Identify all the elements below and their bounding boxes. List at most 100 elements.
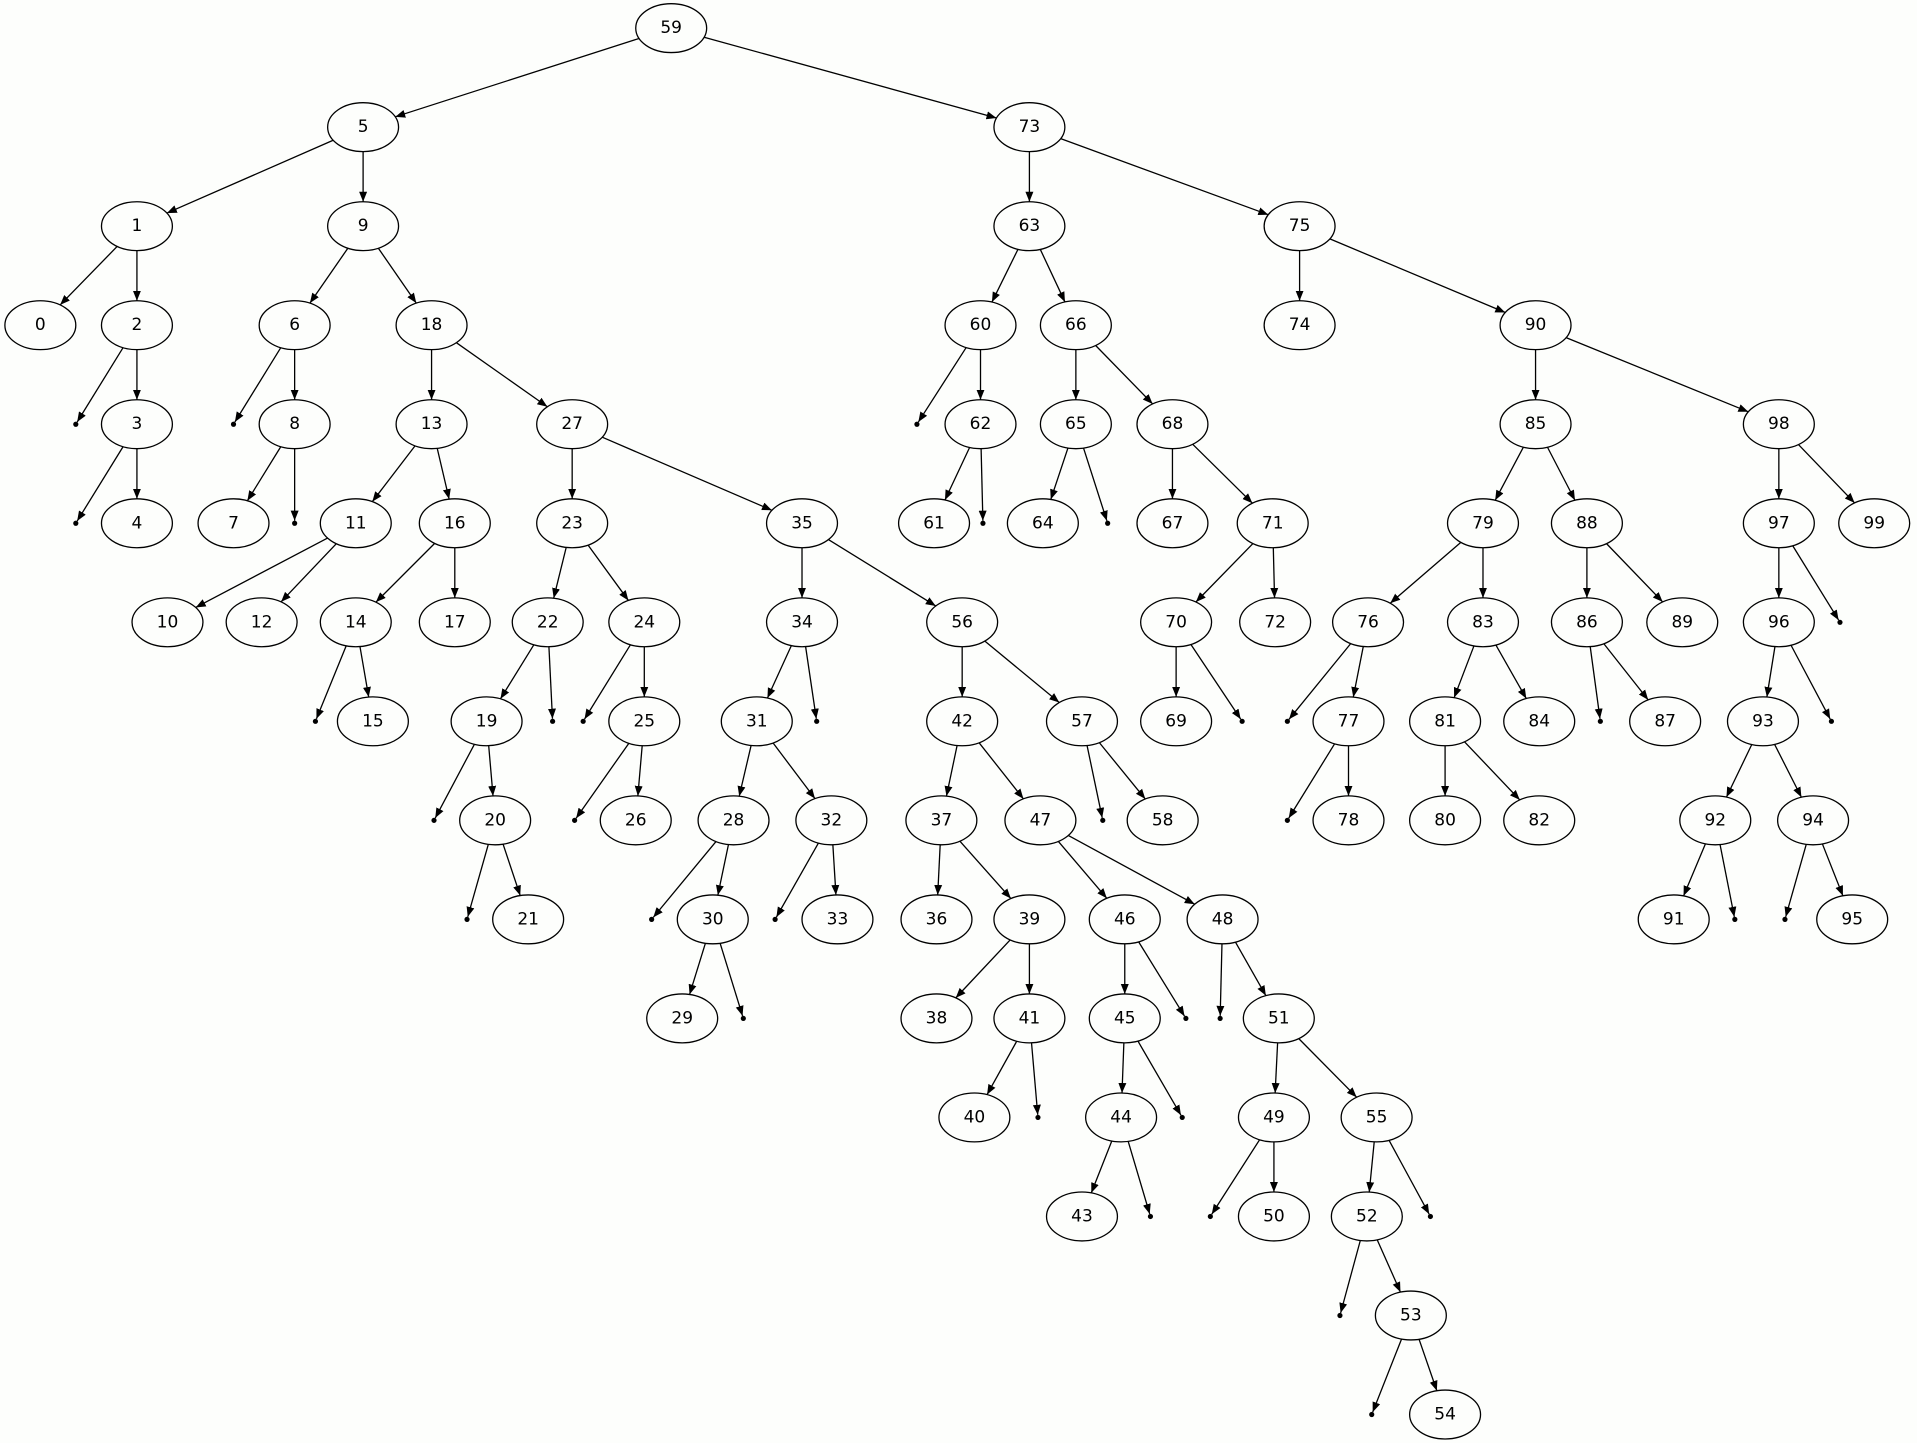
edge-83-to-84 [1495,644,1527,699]
tree-node-83: 83 [1446,597,1520,648]
null-child-marker [1100,817,1106,823]
edge-34-to-null [804,646,819,719]
null-child-marker [1837,619,1843,625]
null-child-marker [772,916,778,922]
null-child-marker [1284,718,1290,724]
node-label: 3 [132,414,143,434]
null-child-marker [1147,1213,1154,1220]
node-label: 87 [1654,711,1676,731]
node-label: 79 [1472,513,1494,533]
null-child-marker [292,520,298,526]
edge-25-to-null [575,742,630,819]
node-label: 75 [1289,216,1311,236]
tree-node-99: 99 [1838,498,1911,549]
node-ellipse [646,993,719,1044]
node-label: 20 [484,810,506,830]
node-ellipse [4,300,77,351]
node-label: 38 [926,1008,948,1028]
tree-node-76: 76 [1331,597,1405,648]
node-ellipse [1816,894,1889,945]
null-child-marker [312,718,319,724]
node-ellipse [536,399,609,450]
edge-42-to-47 [978,742,1024,800]
node-label: 59 [660,18,682,38]
null-child-marker [572,817,578,823]
tree-node-59: 59 [635,3,708,54]
node-ellipse [1340,1092,1413,1143]
tree-node-2: 2 [100,300,174,351]
edge-44-to-43 [1090,1140,1113,1194]
edge-59-to-5 [395,37,640,118]
edge-55-to-null [1388,1140,1430,1215]
node-ellipse [993,102,1066,153]
edge-93-to-94 [1774,744,1802,798]
node-label: 80 [1434,810,1456,830]
node-label: 92 [1704,810,1726,830]
edge-24-to-null [583,644,631,720]
tree-node-74: 74 [1263,300,1336,351]
null-child-marker [1427,1213,1434,1220]
edge-65-to-64 [1050,447,1069,500]
node-label: 2 [132,315,143,335]
node-ellipse [1550,597,1624,648]
node-ellipse [938,1092,1011,1143]
node-ellipse [599,795,672,846]
edge-94-to-null [1784,844,1807,918]
node-label: 61 [923,513,945,533]
node-label: 18 [421,315,443,335]
tree-node-69: 69 [1140,696,1213,747]
node-label: 14 [345,612,367,632]
node-label: 29 [671,1008,693,1028]
node-ellipse [1126,795,1199,846]
edge-53-to-null [1372,1338,1403,1413]
tree-node-50: 50 [1237,1191,1311,1242]
edge-86-to-null [1589,646,1603,719]
tree-node-80: 80 [1408,795,1482,846]
tree-node-18: 18 [395,300,468,351]
tree-node-52: 52 [1330,1191,1403,1242]
node-ellipse [1045,1191,1119,1242]
tree-node-68: 68 [1136,399,1209,450]
tree-node-88: 88 [1550,498,1624,549]
node-label: 90 [1525,315,1547,335]
node-ellipse [926,597,999,648]
node-label: 16 [444,513,466,533]
node-ellipse [1408,696,1482,747]
tree-node-71: 71 [1236,498,1309,549]
node-ellipse [944,399,1017,450]
edge-92-to-91 [1682,843,1707,897]
edge-32-to-null [775,842,819,918]
node-label: 13 [421,414,443,434]
node-label: 94 [1802,810,1824,830]
edge-22-to-19 [499,644,535,700]
null-child-marker [1337,1312,1343,1319]
node-ellipse [511,597,584,648]
node-ellipse [926,696,999,747]
tree-node-49: 49 [1237,1092,1311,1143]
node-label: 83 [1472,612,1494,632]
edge-85-to-79 [1494,446,1524,501]
node-label: 55 [1366,1107,1388,1127]
tree-node-24: 24 [608,597,681,648]
node-ellipse [1242,993,1315,1044]
edge-3-to-null [76,446,124,522]
node-label: 43 [1071,1206,1093,1226]
node-label: 1 [132,216,143,236]
tree-node-19: 19 [450,696,523,747]
node-label: 62 [970,414,992,434]
tree-node-10: 10 [131,597,204,648]
node-label: 19 [476,711,498,731]
tree-node-25: 25 [608,696,681,747]
node-ellipse [1039,399,1112,450]
tree-node-90: 90 [1499,300,1572,351]
node-ellipse [197,498,270,549]
node-label: 15 [362,711,384,731]
node-ellipse [1726,696,1800,747]
node-label: 46 [1114,909,1136,929]
node-ellipse [395,300,468,351]
node-label: 39 [1019,909,1041,929]
edge-59-to-73 [703,36,997,120]
node-ellipse [319,597,392,648]
node-label: 47 [1030,810,1052,830]
